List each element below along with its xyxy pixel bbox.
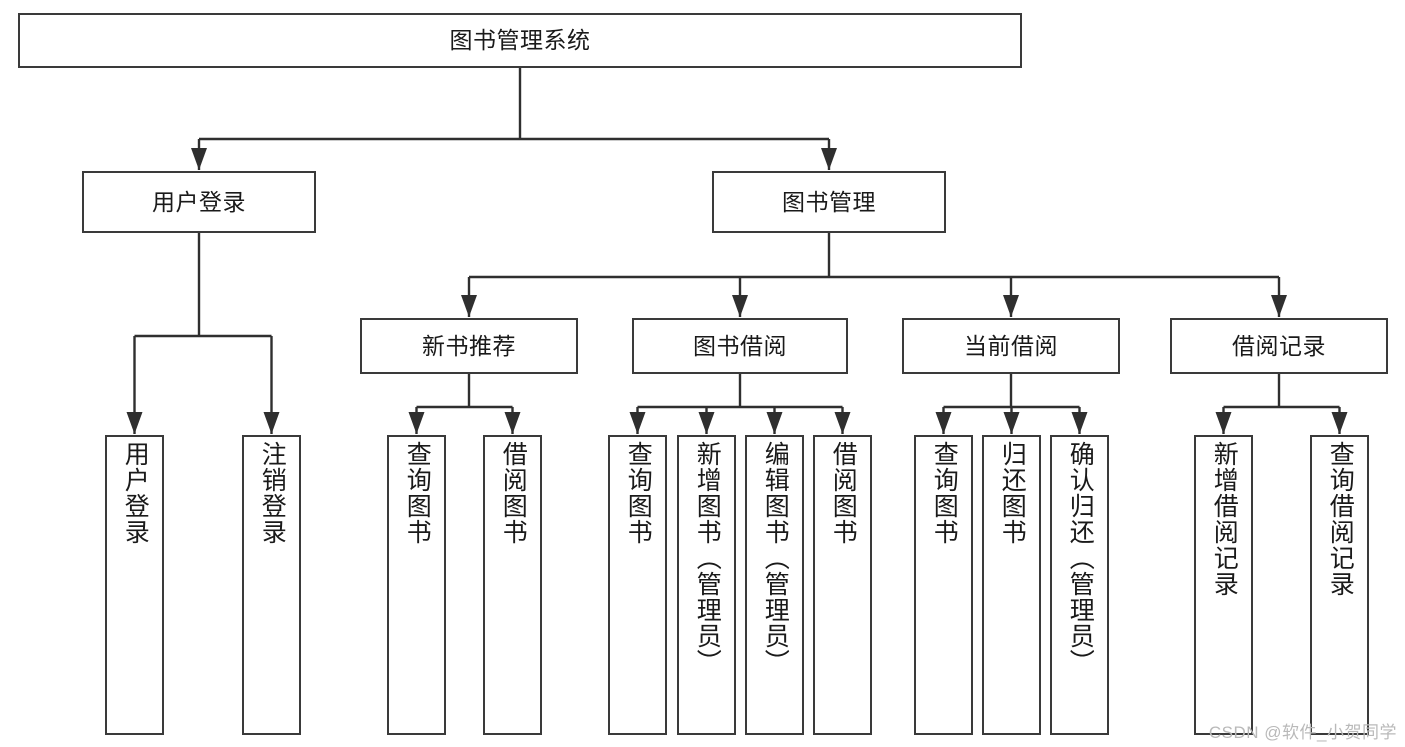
node-label: 用户登录 bbox=[152, 188, 246, 215]
node-leaf-cur-confirm[interactable]: 确认归还（管理员） bbox=[1050, 435, 1109, 735]
node-leaf-rec-query2[interactable]: 查询借阅记录 bbox=[1310, 435, 1369, 735]
node-borrow-record[interactable]: 借阅记录 bbox=[1170, 318, 1388, 374]
node-book-manage[interactable]: 图书管理 bbox=[712, 171, 946, 233]
arrowhead bbox=[629, 412, 646, 434]
node-leaf-borrow-query[interactable]: 查询图书 bbox=[608, 435, 667, 735]
node-leaf-rec-borrow[interactable]: 借阅图书 bbox=[483, 435, 542, 735]
arrowhead bbox=[408, 412, 425, 434]
node-label: 新增借阅记录 bbox=[1210, 441, 1239, 597]
node-label: 当前借阅 bbox=[964, 332, 1058, 359]
arrowhead bbox=[935, 412, 952, 434]
node-leaf-cur-return[interactable]: 归还图书 bbox=[982, 435, 1041, 735]
arrowhead bbox=[732, 295, 748, 317]
arrowhead bbox=[1003, 412, 1020, 434]
arrowhead bbox=[766, 412, 783, 434]
node-label: 新增图书（管理员） bbox=[693, 441, 722, 675]
node-leaf-user-logout[interactable]: 注销登录 bbox=[242, 435, 301, 735]
arrowhead bbox=[1271, 295, 1287, 317]
node-label: 用户登录 bbox=[121, 441, 150, 545]
node-label: 查询图书 bbox=[403, 441, 432, 545]
node-label: 图书管理系统 bbox=[449, 27, 591, 54]
node-label: 编辑图书（管理员） bbox=[761, 441, 790, 675]
node-label: 确认归还（管理员） bbox=[1066, 441, 1095, 675]
arrowhead bbox=[1071, 412, 1088, 434]
node-label: 新书推荐 bbox=[422, 332, 516, 359]
arrowhead bbox=[126, 412, 143, 434]
node-user-login[interactable]: 用户登录 bbox=[82, 171, 316, 233]
node-leaf-borrow-lend[interactable]: 借阅图书 bbox=[813, 435, 872, 735]
arrowhead bbox=[191, 148, 207, 170]
arrowhead bbox=[1331, 412, 1348, 434]
arrowhead bbox=[1003, 295, 1019, 317]
arrowhead bbox=[821, 148, 837, 170]
node-leaf-user-login[interactable]: 用户登录 bbox=[105, 435, 164, 735]
arrowhead bbox=[698, 412, 715, 434]
node-label: 借阅图书 bbox=[829, 441, 858, 545]
node-leaf-rec-add[interactable]: 新增借阅记录 bbox=[1194, 435, 1253, 735]
node-label: 图书借阅 bbox=[693, 332, 787, 359]
node-leaf-rec-query[interactable]: 查询图书 bbox=[387, 435, 446, 735]
node-leaf-cur-query[interactable]: 查询图书 bbox=[914, 435, 973, 735]
node-label: 借阅图书 bbox=[499, 441, 528, 545]
arrowhead bbox=[504, 412, 521, 434]
arrowhead bbox=[263, 412, 280, 434]
watermark-label: CSDN @软件_小贺同学 bbox=[1208, 723, 1397, 742]
arrowhead bbox=[834, 412, 851, 434]
node-leaf-borrow-edit[interactable]: 编辑图书（管理员） bbox=[745, 435, 804, 735]
node-book-borrow[interactable]: 图书借阅 bbox=[632, 318, 848, 374]
node-label: 图书管理 bbox=[782, 188, 876, 215]
node-label: 注销登录 bbox=[258, 441, 287, 545]
node-current-borrow[interactable]: 当前借阅 bbox=[902, 318, 1120, 374]
node-root[interactable]: 图书管理系统 bbox=[18, 13, 1022, 68]
node-leaf-borrow-add[interactable]: 新增图书（管理员） bbox=[677, 435, 736, 735]
node-label: 查询图书 bbox=[930, 441, 959, 545]
node-label: 归还图书 bbox=[998, 441, 1027, 545]
node-label: 查询图书 bbox=[624, 441, 653, 545]
node-label: 借阅记录 bbox=[1232, 332, 1326, 359]
node-label: 查询借阅记录 bbox=[1326, 441, 1355, 597]
node-new-book-rec[interactable]: 新书推荐 bbox=[360, 318, 578, 374]
arrowhead bbox=[1215, 412, 1232, 434]
arrowhead bbox=[461, 295, 477, 317]
